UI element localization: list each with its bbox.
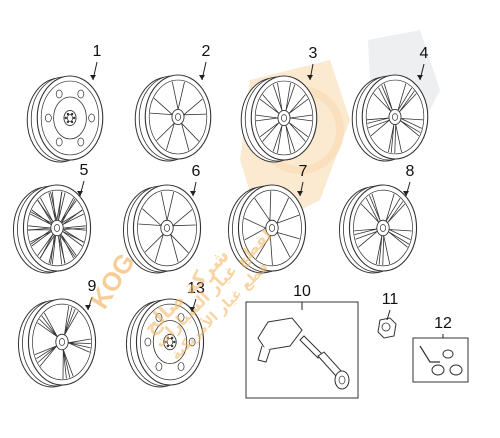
callout-11: 11 <box>381 291 399 308</box>
alloy-wheel-twisted-spoke-icon <box>227 184 307 274</box>
alloy-wheel-twin-spoke-icon <box>17 298 97 388</box>
tpms-sensor-icon <box>245 301 359 399</box>
callout-7: 7 <box>298 163 308 180</box>
leader-arrow-4 <box>417 75 423 80</box>
callout-3: 3 <box>308 45 318 62</box>
steel-wheel-icon <box>26 75 104 163</box>
lug-nut-icon <box>377 317 397 339</box>
leader-arrow-7 <box>297 191 303 196</box>
callout-13: 13 <box>187 280 205 297</box>
leader-arrow-2 <box>199 75 205 80</box>
callout-4: 4 <box>419 45 429 62</box>
alloy-wheel-5-spoke-icon <box>122 184 202 274</box>
callout-8: 8 <box>405 163 415 180</box>
alloy-wheel-multi-spoke-icon <box>240 75 318 163</box>
leader-arrow-6 <box>190 191 196 196</box>
callout-9: 9 <box>87 278 97 295</box>
leader-arrow-13 <box>189 307 195 312</box>
leader-arrow-1 <box>90 75 96 80</box>
wheel-lock-kit-icon <box>412 337 469 383</box>
leader-line-11 <box>386 309 391 321</box>
leader-arrow-5 <box>77 191 83 196</box>
callout-5: 5 <box>79 162 89 179</box>
callout-1: 1 <box>92 43 102 60</box>
leader-arrow-8 <box>403 191 409 196</box>
alloy-wheel-split-spoke-icon <box>338 184 418 274</box>
leader-arrow-9 <box>85 305 91 310</box>
alloy-wheel-split-spoke-icon <box>351 74 429 162</box>
callout-10: 10 <box>293 283 311 300</box>
callout-12: 12 <box>434 315 452 332</box>
callout-2: 2 <box>201 43 211 60</box>
alloy-wheel-5-spoke-icon <box>134 74 212 162</box>
alloy-wheel-mesh-icon <box>12 184 92 274</box>
callout-6: 6 <box>191 163 201 180</box>
leader-arrow-3 <box>307 75 313 80</box>
spare-steel-wheel-icon <box>125 298 205 388</box>
